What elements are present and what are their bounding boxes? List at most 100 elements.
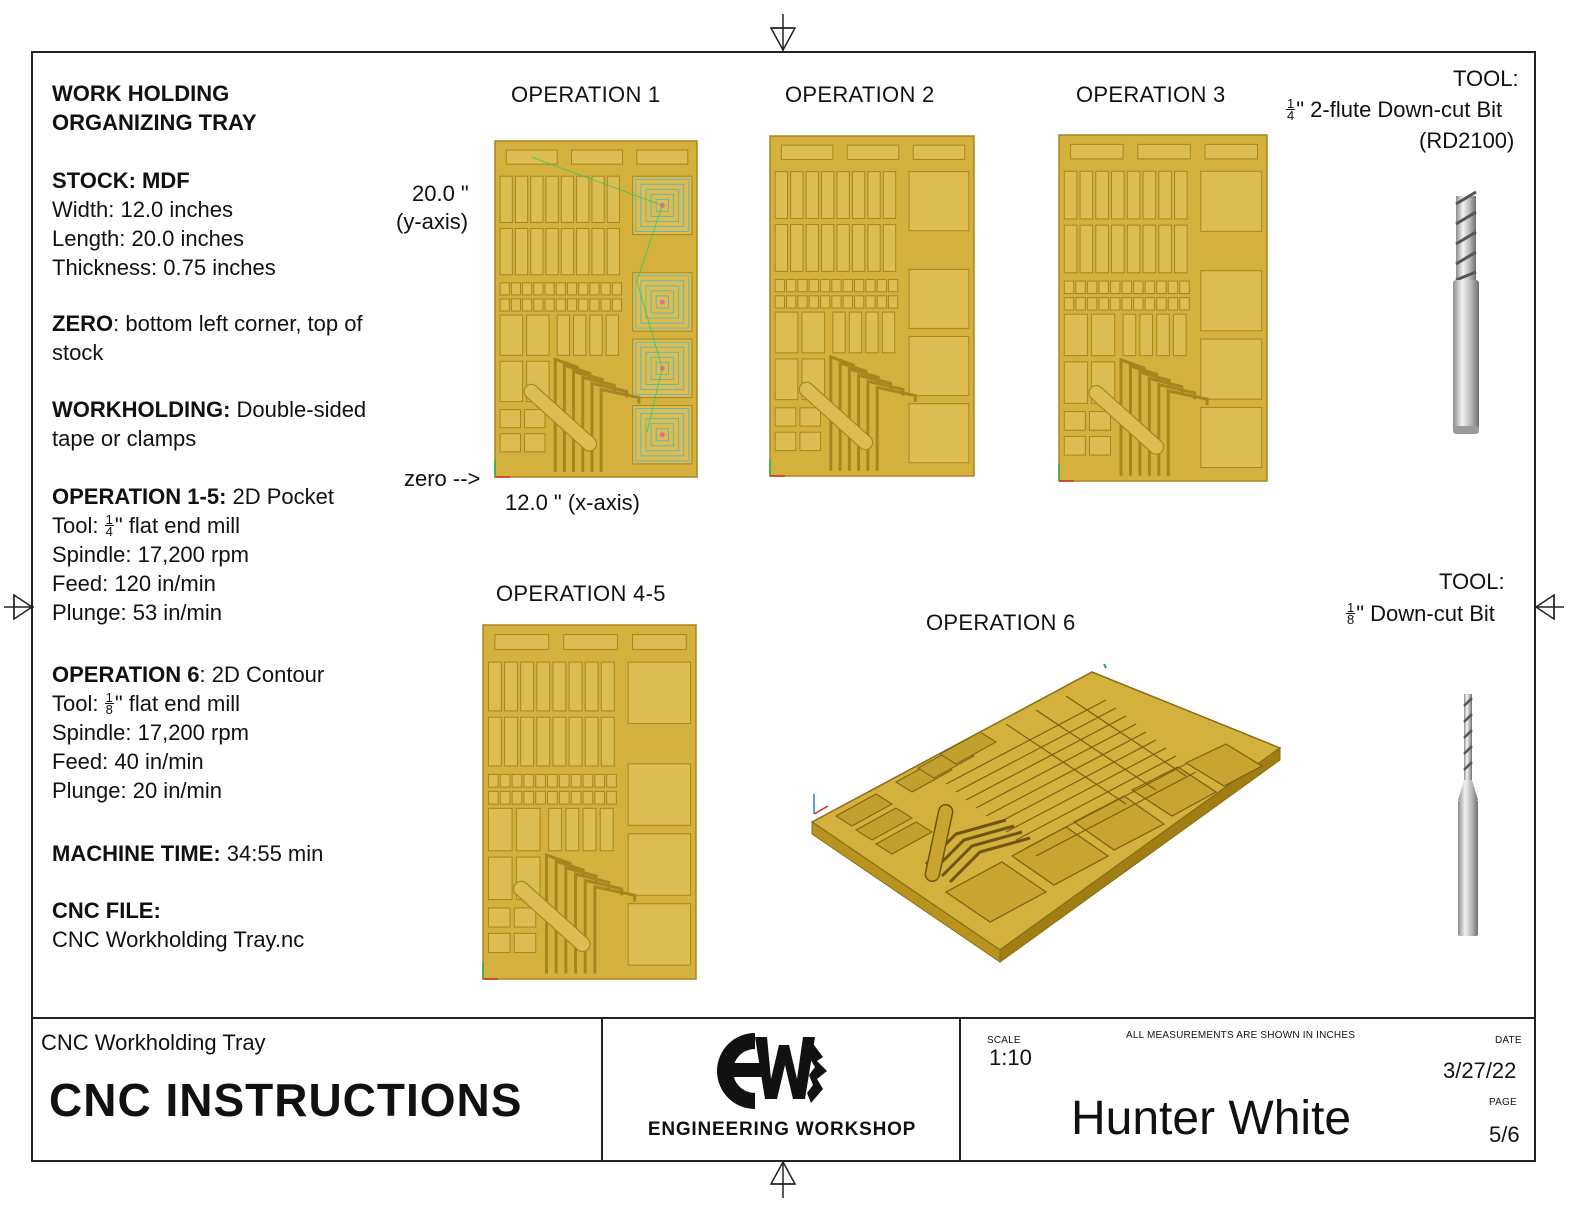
small-square-slot [799, 431, 821, 452]
operation-3-tray-render [1058, 134, 1268, 482]
stock-block: STOCK: MDF Width: 12.0 inches Length: 20… [52, 166, 276, 282]
pocket-toolpath [645, 188, 680, 222]
medium-slot [1063, 313, 1088, 357]
tiny-slot [1063, 297, 1075, 311]
tiny-slot [1179, 297, 1190, 311]
small-square-slot [774, 431, 797, 452]
pocket-toolpath [655, 361, 669, 375]
narrow-slot [1174, 170, 1188, 220]
operation-6-title: OPERATION 6 [926, 610, 1076, 635]
tiny-slot [589, 298, 600, 312]
narrow-slot [560, 175, 575, 223]
downcut-bit-quarter-image [1453, 190, 1479, 434]
pocket-toolpath [640, 280, 685, 324]
tiny-slot [499, 790, 511, 805]
narrow-slot [530, 175, 544, 223]
hex-key-slot [599, 387, 641, 472]
medium-slot [589, 314, 603, 356]
narrow-slot [1142, 224, 1157, 274]
medium-slot [499, 314, 524, 356]
medium-slot [865, 311, 879, 354]
tiny-slot [570, 790, 582, 805]
tiny-slot [1110, 297, 1121, 311]
tiny-slot [808, 295, 819, 309]
notes-title: WORK HOLDING ORGANIZING TRAY [52, 79, 257, 137]
narrow-slot [1079, 224, 1094, 274]
tiny-slot [600, 282, 611, 296]
scale-value: 1:10 [989, 1045, 1032, 1070]
scale-label: SCALE [987, 1035, 1021, 1046]
pocket-toolpath [650, 290, 674, 314]
tiny-slot [853, 279, 865, 293]
medium-slot [499, 360, 524, 403]
narrow-slot [514, 175, 529, 223]
narrow-slot [790, 171, 804, 219]
tiny-slot [797, 295, 808, 309]
tool-1-code: (RD2100) [1419, 128, 1515, 153]
tiny-slot [1133, 297, 1144, 311]
zero-text-1: : bottom left corner, top of [113, 311, 363, 336]
narrow-slot [606, 175, 620, 223]
tiny-slot [606, 773, 617, 788]
op15-spindle: Spindle: 17,200 rpm [52, 542, 249, 567]
large-pocket [1200, 170, 1263, 232]
hex-key-slot [593, 884, 637, 974]
tiny-slot [533, 282, 544, 296]
tiny-slot [547, 790, 558, 805]
screwdriver-slot [1088, 384, 1165, 455]
small-square-slot [513, 907, 537, 928]
top-center-marker [769, 14, 797, 52]
tiny-slot [578, 282, 589, 296]
narrow-slot [1095, 224, 1109, 274]
large-pocket [1200, 270, 1263, 332]
tiny-slot [555, 282, 566, 296]
plunge-point [659, 299, 665, 305]
plunge-point [659, 432, 665, 438]
pocket-toolpath [635, 178, 690, 232]
pocket-toolpath [655, 198, 669, 212]
op6-spindle: Spindle: 17,200 rpm [52, 720, 249, 745]
medium-slot [515, 807, 541, 852]
tiny-slot [555, 298, 566, 312]
tiny-slot [547, 773, 558, 788]
tiny-slot [876, 279, 887, 293]
large-pocket [627, 833, 692, 896]
tiny-slot [853, 295, 865, 309]
date-value: 3/27/22 [1443, 1058, 1517, 1083]
tiny-slot [1156, 297, 1167, 311]
tiny-slot [774, 279, 785, 293]
tiny-slot [1098, 280, 1109, 294]
tiny-slot [786, 279, 797, 293]
narrow-slot [836, 171, 850, 219]
tiny-slot [1121, 297, 1133, 311]
small-square-slot [1063, 411, 1086, 431]
narrow-slot [576, 228, 590, 276]
small-square-slot [1063, 435, 1086, 456]
top-slot [563, 634, 618, 650]
machine-time-value: 34:55 min [220, 841, 324, 866]
tiny-slot [522, 298, 533, 312]
small-square-slot [499, 433, 522, 453]
small-square-slot [774, 407, 797, 427]
tiny-slot [774, 295, 785, 309]
screwdriver-slot [523, 383, 598, 452]
tiny-slot [611, 298, 622, 312]
tool-2-name-text: " Down-cut Bit [1356, 601, 1495, 626]
hex-key-slot [1166, 389, 1209, 476]
tiny-slot [831, 279, 842, 293]
tiny-slot [499, 282, 510, 296]
op15-label: OPERATION 1-5: [52, 484, 227, 509]
narrow-slot [606, 228, 620, 276]
tiny-slot [865, 295, 876, 309]
narrow-slot [560, 228, 575, 276]
narrow-slot [1095, 170, 1109, 220]
narrow-slot [568, 661, 583, 712]
measurement-note: ALL MEASUREMENTS ARE SHOWN IN INCHES [1126, 1030, 1356, 1041]
narrow-slot [851, 224, 866, 272]
stock-width: Width: 12.0 inches [52, 197, 233, 222]
operation-6-isometric-render [810, 664, 1282, 963]
small-square-slot [487, 932, 511, 953]
